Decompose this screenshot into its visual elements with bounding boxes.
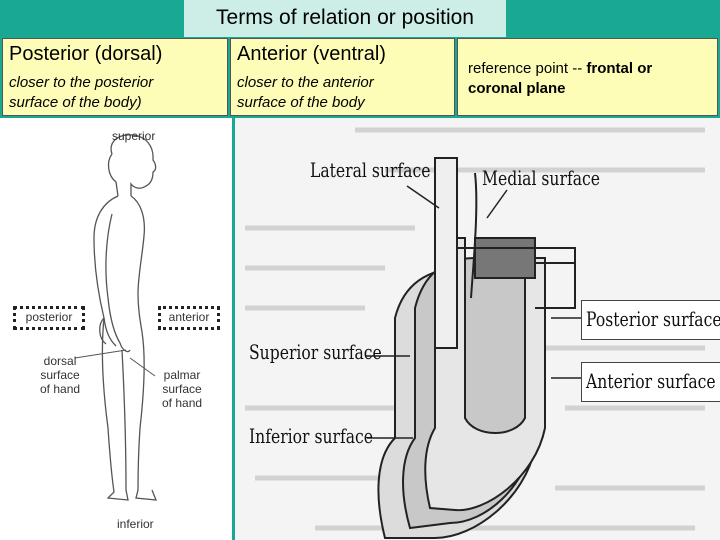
dorsal-surface-label: dorsal surface of hand bbox=[40, 354, 81, 396]
anterior-heading: Anterior (ventral) bbox=[237, 43, 386, 65]
posterior-surface-label: Posterior surface bbox=[586, 307, 720, 331]
reference-text: reference point -- frontal or coronal pl… bbox=[468, 60, 653, 97]
slide-title: Terms of relation or position bbox=[216, 6, 474, 29]
inferior-label: inferior bbox=[117, 517, 154, 531]
reference-cell: reference point -- frontal or coronal pl… bbox=[457, 38, 718, 116]
anterior-surface-tag: Anterior surface bbox=[581, 362, 720, 402]
posterior-box: posterior bbox=[13, 306, 85, 330]
anterior-definition: closer to the anterior surface of the bo… bbox=[237, 74, 374, 111]
posterior-cell: Posterior (dorsal) closer to the posteri… bbox=[2, 38, 228, 116]
anterior-surface-label: Anterior surface bbox=[586, 369, 716, 393]
human-body-figure bbox=[74, 134, 158, 501]
posterior-definition: closer to the posterior surface of the b… bbox=[9, 74, 154, 111]
medial-surface-label: Medial surface bbox=[482, 166, 600, 190]
surfaces-diagram-panel: Lateral surface Medial surface Posterior… bbox=[235, 118, 720, 540]
body-figure-panel: superior posterior anterior dorsal surfa… bbox=[0, 118, 232, 540]
lateral-surface-label: Lateral surface bbox=[310, 158, 431, 182]
anterior-cell: Anterior (ventral) closer to the anterio… bbox=[230, 38, 455, 116]
superior-label: superior bbox=[112, 129, 156, 143]
posterior-surface-tag: Posterior surface bbox=[581, 300, 720, 340]
title-box: Terms of relation or position bbox=[184, 0, 506, 37]
posterior-heading: Posterior (dorsal) bbox=[9, 43, 163, 65]
palmar-surface-label: palmar surface of hand bbox=[162, 368, 203, 410]
inferior-surface-label: Inferior surface bbox=[249, 424, 374, 448]
surfaces-diagram bbox=[245, 127, 705, 539]
anterior-box: anterior bbox=[158, 306, 220, 330]
superior-surface-label: Superior surface bbox=[249, 340, 382, 364]
